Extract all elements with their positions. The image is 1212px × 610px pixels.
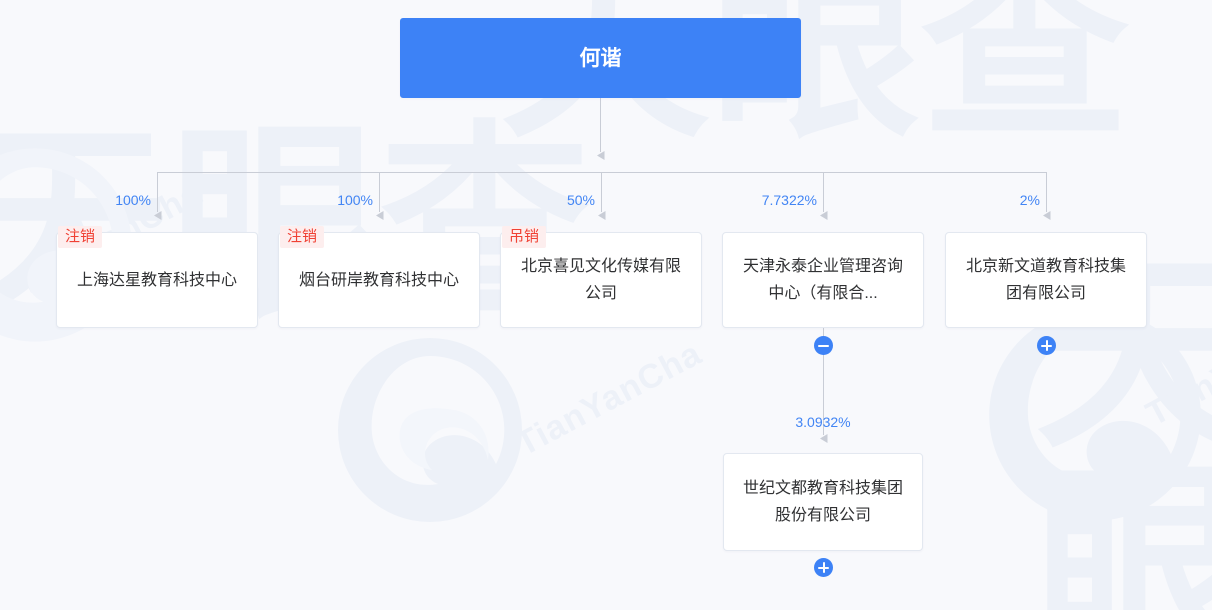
percent-label-4: 7.7322% <box>761 192 817 208</box>
node-grandchild-1[interactable]: 世纪文都教育科技集团股份有限公司 <box>723 453 923 551</box>
collapse-toggle-minus-icon[interactable] <box>814 336 833 355</box>
node-child-4-label: 天津永泰企业管理咨询中心（有限合... <box>742 258 903 302</box>
watermark-en-2: TianYanCha <box>510 334 708 464</box>
node-child-3-label: 北京喜见文化传媒有限公司 <box>520 258 681 302</box>
node-child-1[interactable]: 上海达星教育科技中心 <box>56 232 258 328</box>
node-child-5[interactable]: 北京新文道教育科技集团有限公司 <box>945 232 1147 328</box>
percent-label-3: 50% <box>566 192 595 208</box>
status-badge-3: 吊销 <box>502 226 547 248</box>
node-child-2-label: 烟台研岸教育科技中心 <box>298 271 459 289</box>
status-badge-1: 注销 <box>58 226 103 248</box>
node-child-1-label: 上海达星教育科技中心 <box>76 271 237 289</box>
expand-toggle-plus-icon[interactable] <box>1037 336 1056 355</box>
watermark-en-3: TianYanCha <box>1140 304 1212 434</box>
watermark-logo-icon-1 <box>338 338 522 522</box>
node-root-label: 何谐 <box>579 46 622 70</box>
percent-label-5: 2% <box>1019 192 1040 208</box>
percent-label-grandchild-1: 3.0932% <box>795 414 851 430</box>
expand-toggle-grandchild-plus-icon[interactable] <box>814 558 833 577</box>
watermark-logo-icon-2 <box>989 309 1201 521</box>
node-grandchild-1-label: 世纪文都教育科技集团股份有限公司 <box>742 480 903 524</box>
node-root[interactable]: 何谐 <box>400 18 801 98</box>
status-badge-2: 注销 <box>280 226 325 248</box>
percent-label-1: 100% <box>115 192 151 208</box>
node-child-3[interactable]: 北京喜见文化传媒有限公司 <box>500 232 702 328</box>
percent-label-2: 100% <box>337 192 373 208</box>
node-child-5-label: 北京新文道教育科技集团有限公司 <box>965 258 1126 302</box>
node-child-2[interactable]: 烟台研岸教育科技中心 <box>278 232 480 328</box>
node-child-4[interactable]: 天津永泰企业管理咨询中心（有限合... <box>722 232 924 328</box>
